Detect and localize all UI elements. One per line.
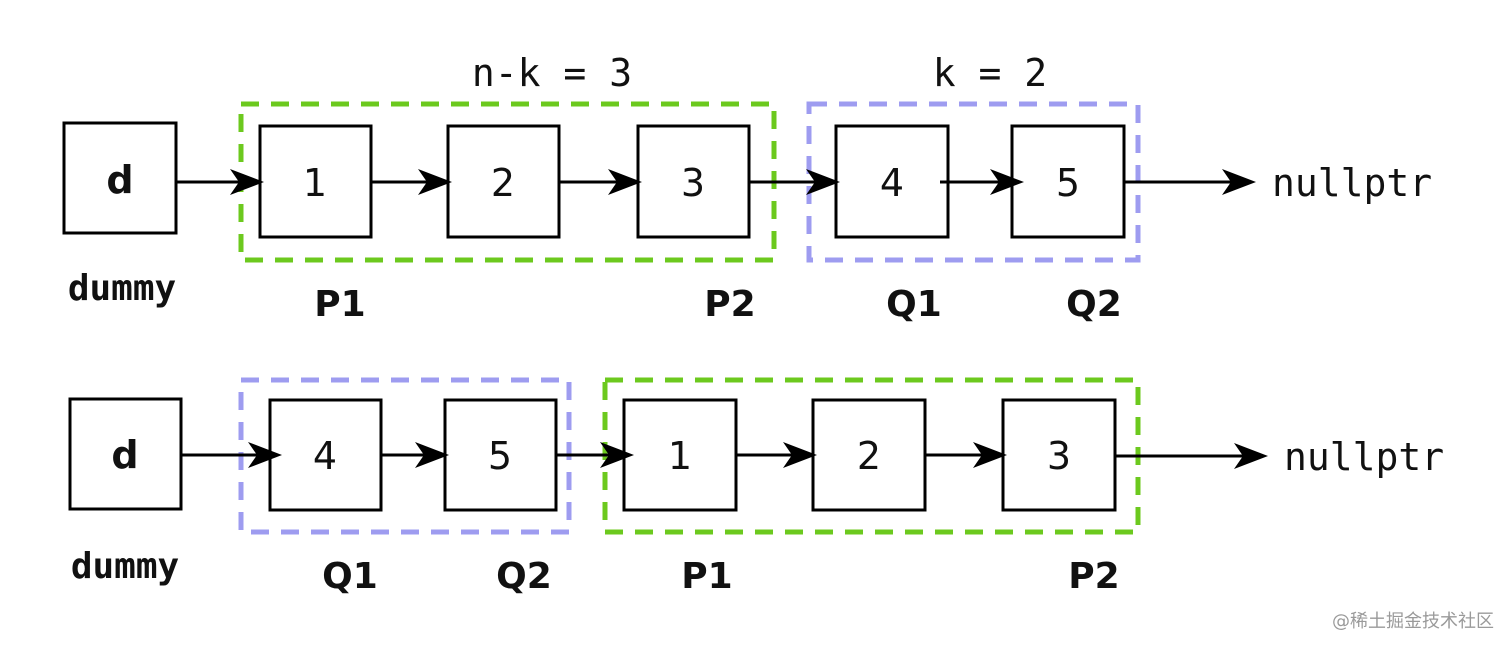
top-node-4: 4 xyxy=(834,124,950,239)
top-group-label-left: n-k = 3 xyxy=(472,51,632,95)
bottom-node-3: 3 xyxy=(1001,398,1117,512)
top-group-label-right: k = 2 xyxy=(933,51,1047,95)
top-pointer-p1: P1 xyxy=(314,284,365,325)
bottom-node-3-text: 3 xyxy=(1047,434,1071,478)
top-pointer-p2: P2 xyxy=(704,284,755,325)
top-terminal-label: nullptr xyxy=(1272,161,1432,205)
top-node-5: 5 xyxy=(1010,124,1126,239)
bottom-dummy-node-text: d xyxy=(111,433,138,477)
bottom-pointer-q1: Q1 xyxy=(322,556,378,597)
bottom-node-5-text: 5 xyxy=(488,434,512,478)
bottom-node-1-text: 1 xyxy=(668,434,692,478)
top-pointer-q2: Q2 xyxy=(1066,284,1122,325)
top-node-2: 2 xyxy=(446,124,561,239)
bottom-pointer-p1: P1 xyxy=(681,556,732,597)
top-dummy-label: dummy xyxy=(68,268,176,309)
bottom-node-5: 5 xyxy=(443,398,558,512)
top-dummy-node: d xyxy=(62,121,178,235)
bottom-terminal-label: nullptr xyxy=(1284,435,1444,479)
top-node-2-text: 2 xyxy=(491,161,515,205)
top-dummy-node-text: d xyxy=(106,158,133,202)
watermark-text: @稀土掘金技术社区 xyxy=(1332,611,1494,632)
bottom-node-4-text: 4 xyxy=(313,434,337,478)
bottom-dummy-label: dummy xyxy=(71,546,179,587)
top-row: n-k = 3 k = 2 d dummy 1 2 3 4 5 xyxy=(62,51,1432,325)
bottom-pointer-p2: P2 xyxy=(1068,556,1119,597)
bottom-node-1: 1 xyxy=(622,398,738,512)
top-node-1-text: 1 xyxy=(303,161,327,205)
bottom-row: d dummy 4 5 1 2 3 nullptr xyxy=(68,377,1444,597)
top-node-3: 3 xyxy=(636,124,751,239)
top-pointer-q1: Q1 xyxy=(886,284,942,325)
top-node-1: 1 xyxy=(258,124,373,239)
top-node-3-text: 3 xyxy=(681,161,705,205)
top-node-4-text: 4 xyxy=(880,161,904,205)
top-node-5-text: 5 xyxy=(1056,161,1080,205)
bottom-node-2: 2 xyxy=(811,398,927,512)
bottom-node-2-text: 2 xyxy=(857,434,881,478)
bottom-pointer-q2: Q2 xyxy=(496,556,552,597)
bottom-dummy-node: d xyxy=(68,397,183,511)
bottom-node-4: 4 xyxy=(268,398,383,512)
